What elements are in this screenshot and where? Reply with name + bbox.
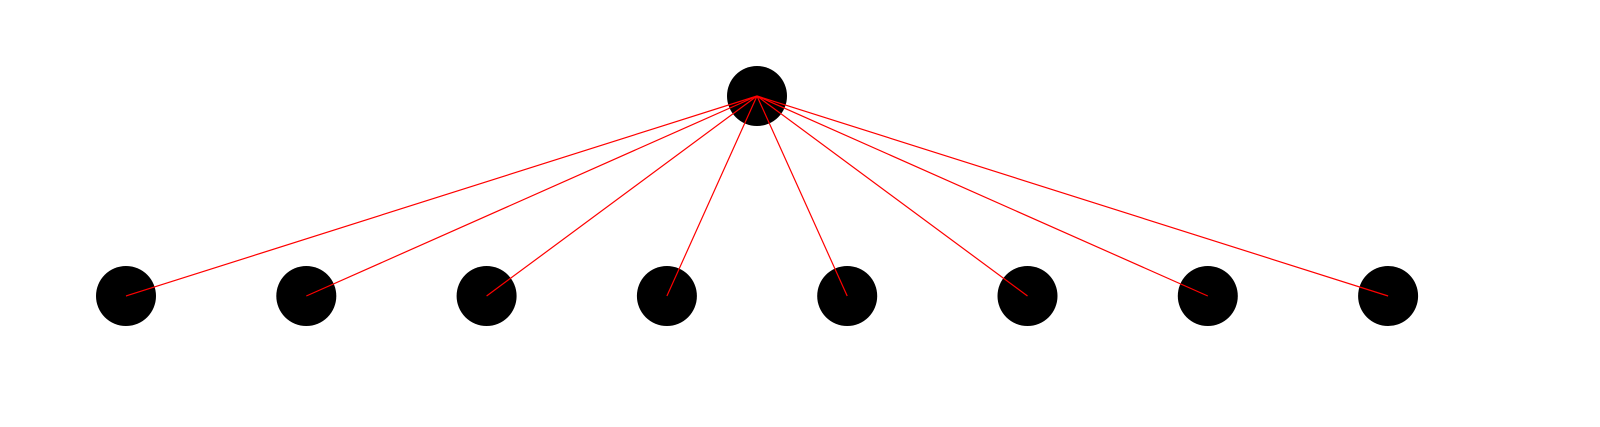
leaf-node-3	[456, 266, 517, 326]
edge-root-to-leaf-4	[666, 95, 758, 297]
nodes-layer	[96, 66, 1419, 326]
edges-layer	[125, 95, 1389, 297]
edge-root-to-leaf-2	[306, 95, 758, 297]
edge-root-to-leaf-5	[756, 95, 848, 297]
edge-root-to-leaf-6	[756, 95, 1028, 297]
edge-root-to-leaf-3	[486, 95, 758, 297]
edge-root-to-leaf-7	[756, 95, 1209, 297]
edge-root-to-leaf-1	[125, 95, 758, 297]
edge-root-to-leaf-8	[756, 95, 1389, 297]
